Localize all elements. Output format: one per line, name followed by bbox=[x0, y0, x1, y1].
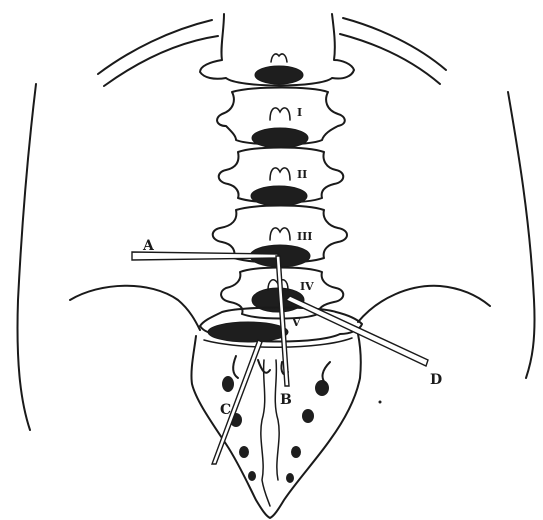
median-sacral-crest-2 bbox=[275, 360, 279, 480]
left-iliac-crest bbox=[70, 286, 200, 330]
needle-a bbox=[132, 252, 278, 260]
left-body-outline bbox=[18, 84, 37, 430]
foramen-r3 bbox=[291, 446, 301, 458]
spinous-l2 bbox=[270, 168, 290, 180]
label-vertebra-v: V bbox=[291, 316, 301, 329]
disc-l1-l2 bbox=[252, 128, 308, 148]
needle-b bbox=[276, 256, 289, 386]
right-body-outline bbox=[508, 92, 535, 378]
right-iliac-crest bbox=[358, 286, 490, 322]
right-rib-arc-inner bbox=[340, 34, 440, 84]
foramen-l4 bbox=[248, 471, 256, 481]
spinous-l1 bbox=[270, 108, 290, 120]
label-needle-a: A bbox=[142, 238, 155, 254]
foramen-r1 bbox=[315, 380, 329, 396]
label-vertebra-i: I bbox=[297, 106, 302, 119]
foramen-r2 bbox=[302, 409, 314, 423]
label-vertebra-ii: II bbox=[297, 168, 307, 181]
small-dot bbox=[379, 401, 382, 404]
disc-l5-s1 bbox=[208, 322, 288, 342]
label-vertebra-iii: III bbox=[297, 230, 312, 243]
sacral-mark-left bbox=[233, 356, 238, 378]
left-rib-arc bbox=[98, 20, 212, 74]
label-needle-d: D bbox=[430, 372, 442, 388]
sacral-mark-right bbox=[323, 362, 330, 384]
label-vertebra-iv: IV bbox=[300, 280, 314, 293]
right-rib-arc bbox=[343, 18, 446, 70]
median-sacral-crest bbox=[261, 360, 270, 506]
spinous-t12 bbox=[271, 54, 287, 62]
foramen-l3 bbox=[239, 446, 249, 458]
foramen-r4 bbox=[286, 473, 294, 483]
left-rib-arc-inner bbox=[104, 36, 218, 86]
label-needle-c: C bbox=[220, 402, 231, 418]
foramen-l1 bbox=[222, 376, 234, 392]
spinous-l3 bbox=[270, 228, 290, 240]
disc-t12-l1 bbox=[255, 66, 303, 84]
disc-l2-l3 bbox=[251, 186, 307, 206]
needle-d bbox=[286, 296, 428, 366]
label-needle-b: B bbox=[280, 392, 292, 408]
